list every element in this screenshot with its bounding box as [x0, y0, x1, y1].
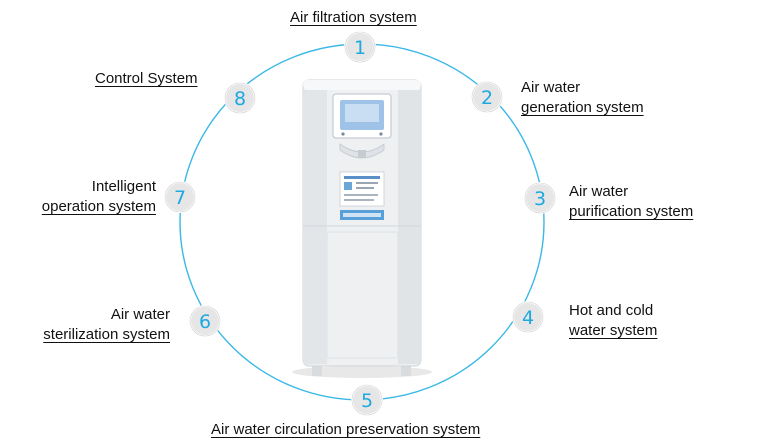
node-number-3: 3: [534, 188, 546, 210]
label-5-line-1: Air water circulation preservation syste…: [211, 421, 481, 438]
label-7-line-2: operation system: [41, 198, 156, 215]
label-7-line-1: Intelligent: [91, 178, 156, 195]
node-number-4: 4: [522, 307, 534, 329]
label-4: Hot and cold water system: [569, 301, 657, 341]
label-1-line-1: Air filtration system: [290, 9, 417, 26]
label-3-line-2: purification system: [569, 203, 694, 220]
label-2-line-2: generation system: [521, 99, 644, 116]
node-badge-6: 6: [189, 305, 221, 337]
node-badge-7: 7: [164, 181, 196, 213]
label-6-line-2: sterilization system: [43, 326, 170, 343]
label-4-line-1: Hot and cold: [569, 302, 654, 319]
node-badge-4: 4: [512, 301, 544, 333]
label-3-line-1: Air water: [569, 183, 629, 200]
label-4-line-2: water system: [569, 322, 658, 339]
label-6-line-1: Air water: [110, 306, 170, 323]
node-badge-1: 1: [344, 31, 376, 63]
label-7: Intelligent operation system: [20, 177, 156, 217]
label-8-line-1: Control System: [95, 70, 198, 87]
label-2: Air water generation system: [521, 78, 644, 118]
node-number-5: 5: [361, 390, 373, 412]
water-dispenser-image: [292, 79, 432, 378]
node-badge-2: 2: [471, 81, 503, 113]
label-1: Air filtration system: [290, 8, 417, 28]
node-number-2: 2: [481, 87, 493, 109]
label-5: Air water circulation preservation syste…: [211, 420, 480, 440]
node-badge-5: 5: [351, 384, 383, 416]
label-8: Control System: [95, 69, 198, 89]
label-3: Air water purification system: [569, 182, 693, 222]
node-badge-3: 3: [524, 182, 556, 214]
label-6: Air water sterilization system: [32, 305, 170, 345]
node-number-8: 8: [234, 88, 246, 110]
label-2-line-1: Air water: [521, 79, 581, 96]
node-number-1: 1: [354, 37, 366, 59]
node-number-6: 6: [199, 311, 211, 333]
node-badge-8: 8: [224, 82, 256, 114]
node-number-7: 7: [174, 187, 186, 209]
